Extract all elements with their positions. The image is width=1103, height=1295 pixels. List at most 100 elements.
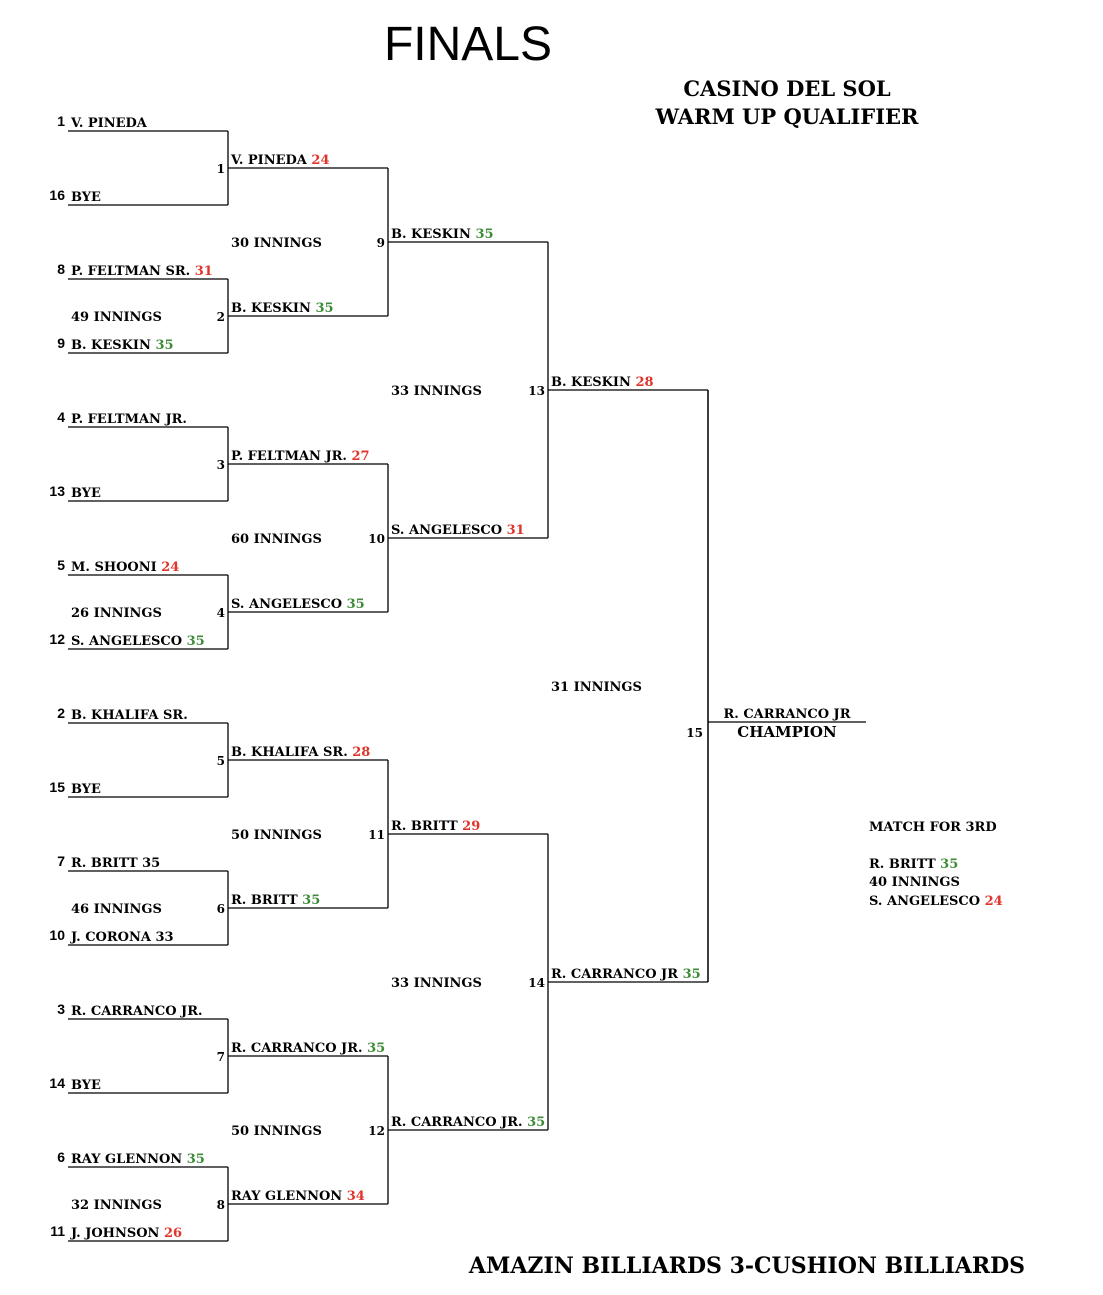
round1-entry-name: B. KESKIN <box>71 338 151 353</box>
round3-entry-name: R. CARRANCO JR. <box>391 1115 523 1130</box>
match-number: 7 <box>217 1050 225 1064</box>
round1-entry: BYE <box>71 1078 101 1093</box>
round2-entry: P. FELTMAN JR. 27 <box>231 449 370 464</box>
match-number-final: 15 <box>686 726 703 740</box>
round1-entry-name: BYE <box>71 486 101 501</box>
match-number: 2 <box>217 310 225 324</box>
seed-number: 9 <box>57 335 65 351</box>
third-place-match: MATCH FOR 3RD R. BRITT 35 40 INNINGS S. … <box>869 820 1003 909</box>
round1-entry-name: R. BRITT 35 <box>71 856 160 871</box>
third-place-player1: R. BRITT 35 <box>869 857 958 872</box>
round1-entry: J. JOHNSON 26 <box>70 1226 182 1241</box>
round2-entry: B. KHALIFA SR. 28 <box>231 745 370 760</box>
round2-entry-score: 28 <box>352 745 370 760</box>
round2-entry: R. BRITT 35 <box>231 893 320 908</box>
round4-entry-score: 28 <box>635 375 653 390</box>
round1-entry-name: P. FELTMAN JR. <box>71 412 187 427</box>
round2-entry-score: 35 <box>302 893 320 908</box>
round3-entry: R. BRITT 29 <box>391 819 480 834</box>
seed-number: 16 <box>49 187 65 203</box>
round1-entry-name: S. ANGELESCO <box>71 634 182 649</box>
innings-label: 33 INNINGS <box>391 384 482 399</box>
match-number: 9 <box>377 236 385 250</box>
round1-entry: R. BRITT 35 <box>71 856 160 871</box>
match-number: 12 <box>368 1124 385 1138</box>
match-number: 13 <box>528 384 545 398</box>
round2-entry-name: B. KESKIN <box>231 301 311 316</box>
round1-entry-score: 24 <box>161 560 179 575</box>
round2-entry-score: 35 <box>347 597 365 612</box>
match-number: 1 <box>217 162 225 176</box>
innings-label: 33 INNINGS <box>391 976 482 991</box>
round2-entry-name: P. FELTMAN JR. <box>231 449 347 464</box>
round2-entry-name: R. BRITT <box>231 893 298 908</box>
innings-label: 26 INNINGS <box>71 606 162 621</box>
seed-number: 1 <box>57 113 65 129</box>
seed-number: 10 <box>49 927 65 943</box>
round3-entry-name: R. BRITT <box>391 819 458 834</box>
third-place-player1-name: R. BRITT <box>869 857 936 872</box>
seed-number: 6 <box>57 1149 65 1165</box>
round3-entry-score: 31 <box>507 523 525 538</box>
match-number: 3 <box>217 458 225 472</box>
seed-number: 5 <box>57 557 65 573</box>
innings-label: 46 INNINGS <box>71 902 162 917</box>
round2-entry-name: S. ANGELESCO <box>231 597 342 612</box>
seed-number: 4 <box>57 409 65 425</box>
match-number: 8 <box>217 1198 225 1212</box>
round3-entry: S. ANGELESCO 31 <box>391 523 525 538</box>
footer-title: AMAZIN BILLIARDS 3-CUSHION BILLIARDS <box>468 1253 1025 1279</box>
third-place-player1-score: 35 <box>940 857 958 872</box>
round1-entry: P. FELTMAN SR. 31 <box>71 264 213 279</box>
round1-entry: RAY GLENNON 35 <box>71 1152 205 1167</box>
event-name-line1: CASINO DEL SOL <box>683 76 891 101</box>
round1-entry-name: V. PINEDA <box>70 116 148 131</box>
round2-entry-score: 27 <box>351 449 369 464</box>
round1-entry-score: 31 <box>195 264 213 279</box>
round1-entry-name: J. JOHNSON <box>70 1226 160 1241</box>
match-number: 4 <box>217 606 225 620</box>
seed-number: 13 <box>49 483 65 499</box>
round1-entry-name: M. SHOONI <box>71 560 157 575</box>
round4-entry-name: R. CARRANCO JR <box>551 967 678 982</box>
round2-entry-name: B. KHALIFA SR. <box>231 745 348 760</box>
match-number: 6 <box>217 902 225 916</box>
round3-entry-score: 35 <box>475 227 493 242</box>
round2-entry-score: 35 <box>367 1041 385 1056</box>
seed-number: 15 <box>49 779 65 795</box>
round2-entry: S. ANGELESCO 35 <box>231 597 365 612</box>
round2-entry-score: 24 <box>311 153 329 168</box>
round1-entry: BYE <box>71 190 101 205</box>
round1-entry: B. KESKIN 35 <box>71 338 174 353</box>
seed-number: 3 <box>57 1001 65 1017</box>
round3-entry: B. KESKIN 35 <box>391 227 494 242</box>
match-number: 14 <box>528 976 545 990</box>
round1-entry-score: 26 <box>164 1226 182 1241</box>
round1-entry: V. PINEDA <box>70 116 148 131</box>
round1-entry-name: BYE <box>71 1078 101 1093</box>
round1-entry-name: B. KHALIFA SR. <box>71 708 188 723</box>
champion-name: R. CARRANCO JR <box>723 707 850 722</box>
round1-entry: BYE <box>71 486 101 501</box>
bracket-lines <box>68 130 709 1242</box>
round4-entry: R. CARRANCO JR 35 <box>551 967 701 982</box>
round2-entry-name: V. PINEDA <box>230 153 308 168</box>
round1-entry: P. FELTMAN JR. <box>71 412 187 427</box>
seed-number: 2 <box>57 705 65 721</box>
round1-entry: M. SHOONI 24 <box>71 560 179 575</box>
round2-entry: B. KESKIN 35 <box>231 301 334 316</box>
seed-number: 14 <box>49 1075 65 1091</box>
round2-entry: R. CARRANCO JR. 35 <box>231 1041 385 1056</box>
round1-entry-score: 35 <box>187 634 205 649</box>
round1-entry: J. CORONA 33 <box>70 930 174 945</box>
innings-label: 32 INNINGS <box>71 1198 162 1213</box>
round4-entry-score: 35 <box>683 967 701 982</box>
round1-entry-name: R. CARRANCO JR. <box>71 1004 203 1019</box>
round1-entry: B. KHALIFA SR. <box>71 708 188 723</box>
round3-entry-name: S. ANGELESCO <box>391 523 502 538</box>
seed-number: 12 <box>49 631 65 647</box>
event-name-line2: WARM UP QUALIFIER <box>655 104 920 129</box>
page-title: FINALS <box>384 18 552 71</box>
round2-entry-score: 35 <box>315 301 333 316</box>
